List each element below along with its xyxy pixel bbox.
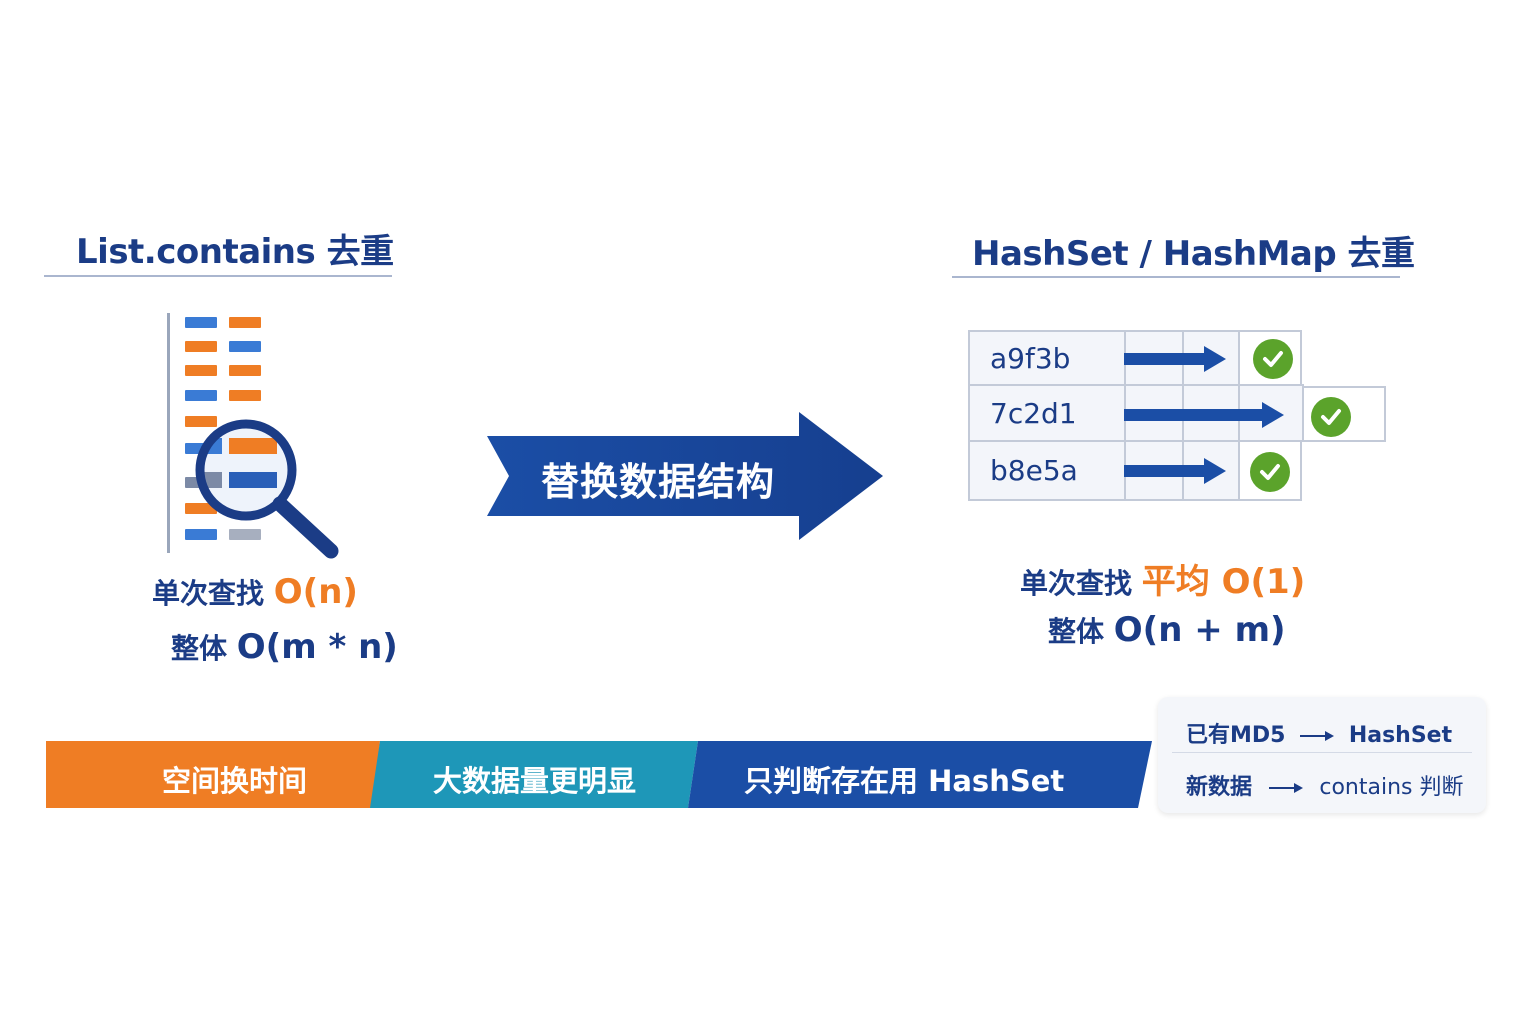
banner-segment-scale [370,741,698,808]
banner-text-space: 空间换时间 [162,764,308,798]
flow-note-card: 已有MD5 HashSet 新数据 contains 判断 [1158,697,1486,813]
banner-segment-hashset [688,741,1152,808]
right-single-value: 平均 O(1) [1141,562,1306,602]
lookup-arrow-icon [1124,402,1284,428]
note-existing-target: HashSet [1348,723,1453,748]
summary-banner [46,741,1152,808]
list-bar [185,529,217,540]
hash-key-cell: a9f3b [968,330,1126,386]
list-bar [229,390,261,401]
right-arrow-icon [1300,731,1335,741]
replace-structure-label: 替换数据结构 [541,460,776,504]
left-single-value: O(n) [273,572,358,612]
right-single-label: 单次查找 [1020,567,1133,600]
list-bar [229,317,261,328]
banner-text-scale: 大数据量更明显 [433,764,637,798]
list-bar [185,365,217,376]
banner-segment-space [46,741,380,808]
list-bar [185,317,217,328]
left-title: List.contains 去重 [76,232,394,272]
list-bar [185,390,217,401]
list-bar [229,341,261,352]
magnifier-icon [195,419,339,559]
banner-text-hashset: 只判断存在用 HashSet [744,764,1065,798]
note-row-new: 新数据 contains 判断 [1186,769,1463,801]
lookup-arrow-icon [1124,458,1226,484]
hash-key-cell: b8e5a [968,440,1126,501]
check-icon [1253,339,1293,379]
note-new-target: contains 判断 [1319,775,1464,800]
note-existing-label: 已有MD5 [1186,723,1286,748]
left-total-label: 整体 [171,632,228,665]
hash-key-cell: 7c2d1 [968,384,1126,442]
right-arrow-icon [487,412,883,540]
note-row-existing: 已有MD5 HashSet [1186,717,1452,749]
right-total-label: 整体 [1048,615,1105,648]
left-total-value: O(m * n) [236,627,398,667]
note-new-label: 新数据 [1186,775,1253,800]
list-bar [185,503,217,514]
left-title-underline [44,275,392,277]
right-total: 整体 O(n + m) [1048,610,1286,650]
right-title: HashSet / HashMap 去重 [972,234,1415,274]
right-single-lookup: 单次查找 平均 O(1) [1020,554,1305,603]
check-icon [1250,452,1290,492]
note-divider [1172,752,1472,753]
right-arrow-icon [1268,783,1303,793]
list-bar [229,365,261,376]
list-bar [229,529,261,540]
check-icon [1311,397,1351,437]
left-single-label: 单次查找 [152,577,265,610]
right-title-underline [952,276,1400,278]
left-single-lookup: 单次查找 O(n) [152,572,358,612]
list-bar [185,416,217,427]
right-total-value: O(n + m) [1113,610,1286,650]
left-total: 整体 O(m * n) [171,627,398,667]
lookup-arrow-icon [1124,346,1226,372]
list-bar [185,341,217,352]
list-axis-line [167,313,170,553]
